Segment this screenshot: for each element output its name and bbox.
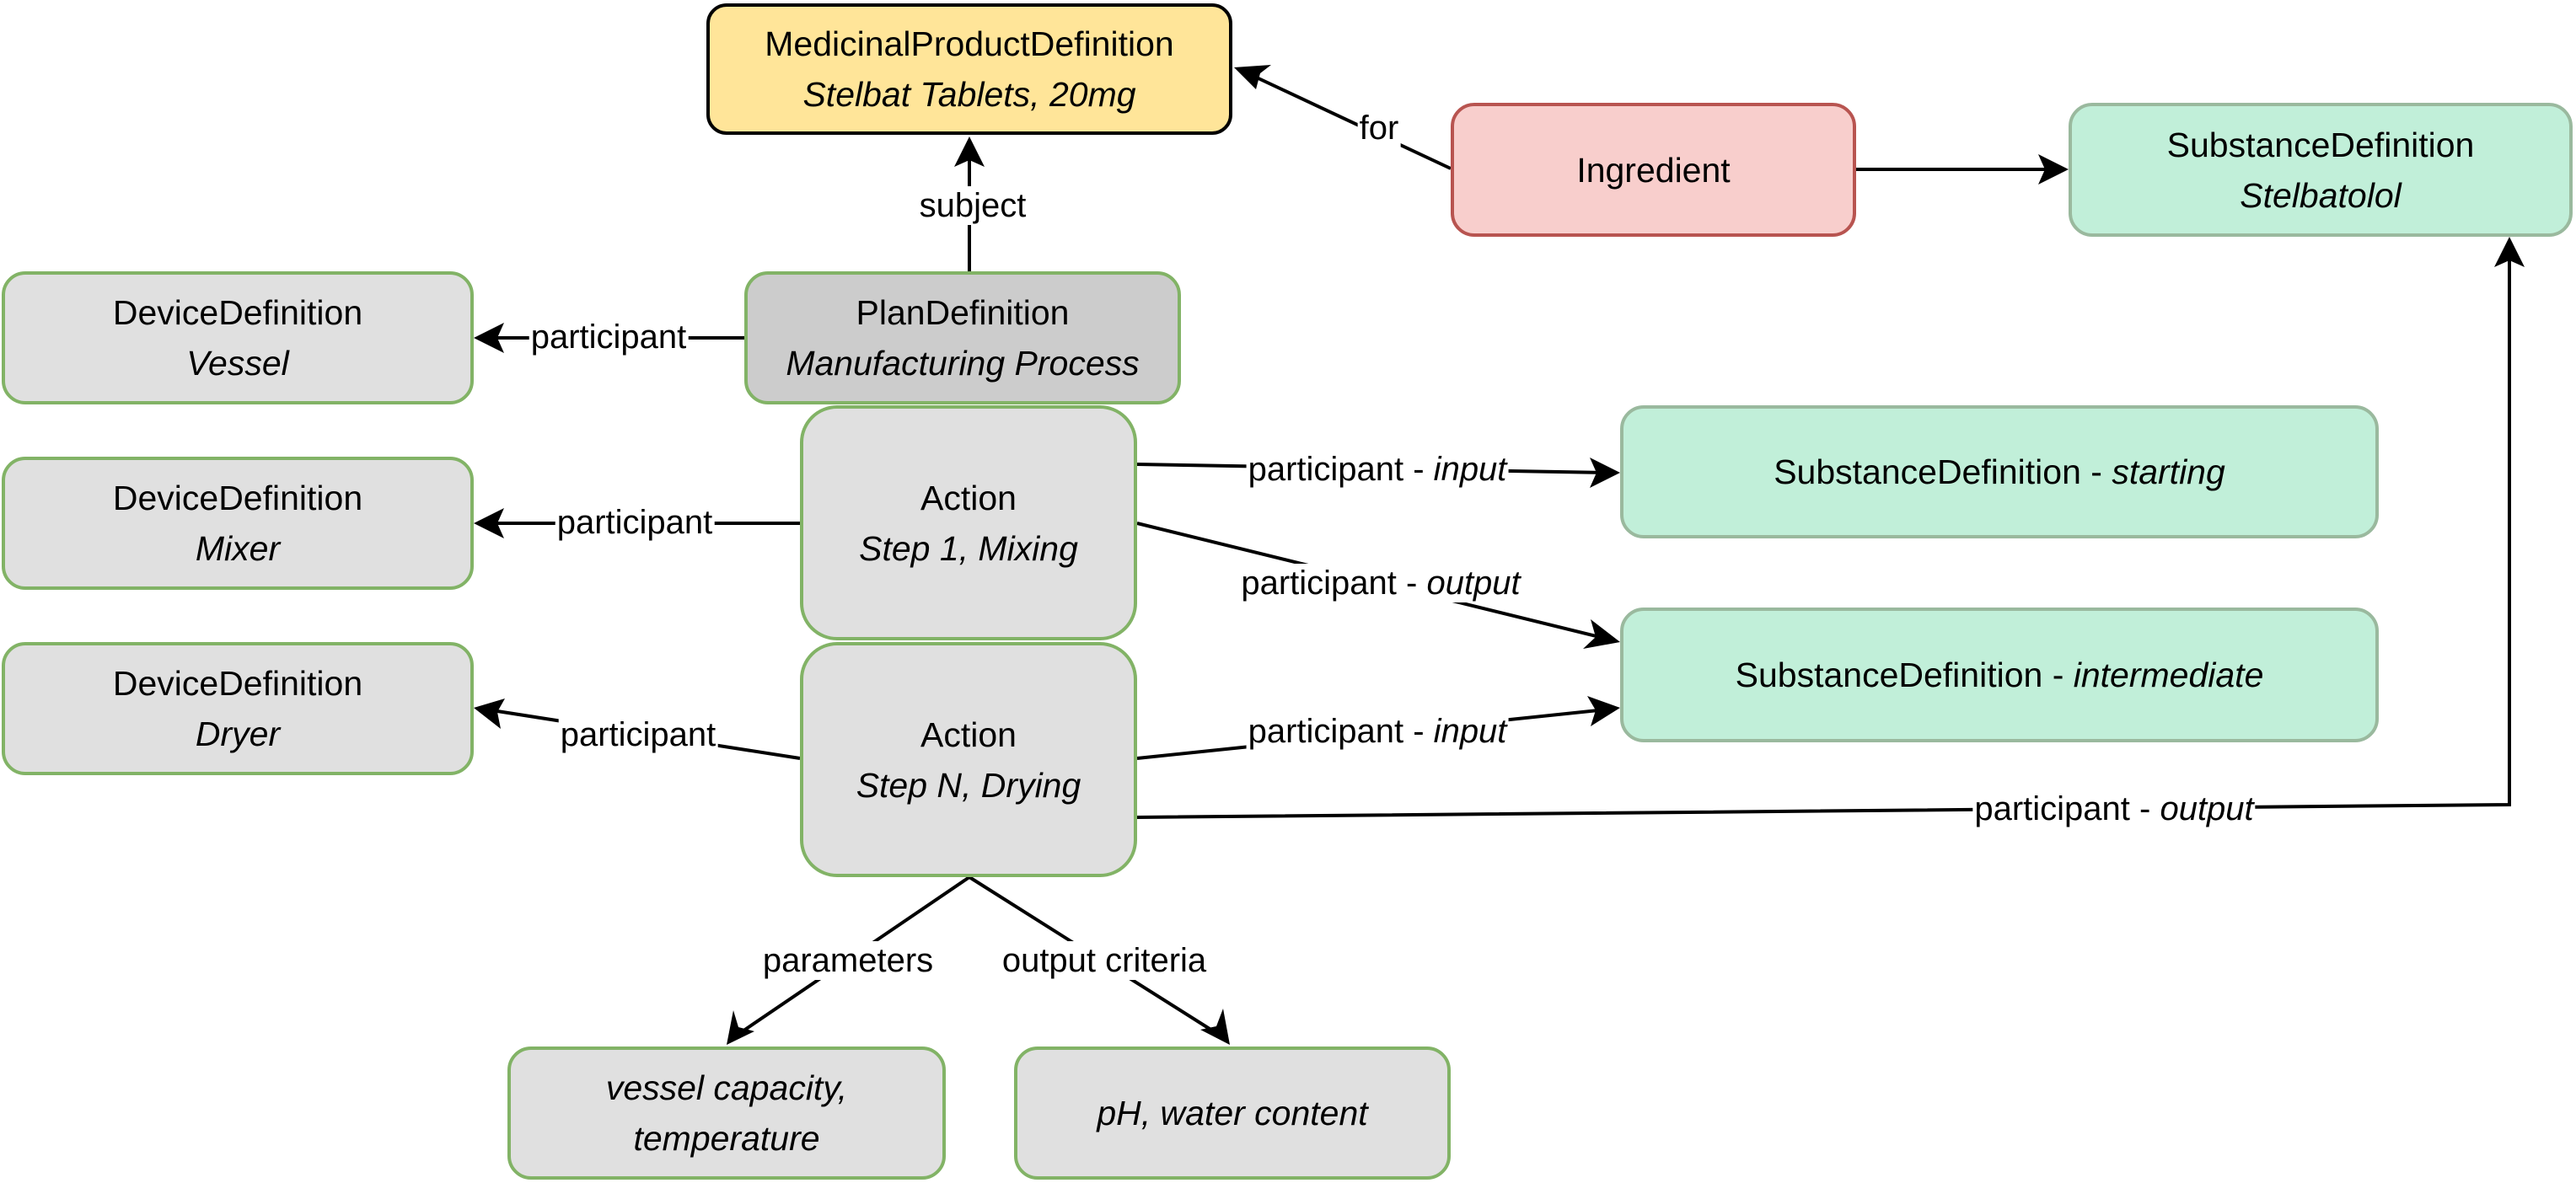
label-role: output [2160,790,2254,827]
node-substance-starting[interactable]: SubstanceDefinition - starting [1620,405,2379,538]
label-role: output [1426,565,1521,602]
node-subtitle: starting [2112,452,2225,491]
node-title: Action [920,715,1017,754]
node-title: PlanDefinition [856,293,1070,332]
arrowhead-for [1234,65,1271,89]
label-text: participant - [1248,713,1434,750]
label-text: participant [556,504,713,541]
node-subtitle: Step N, Drying [856,765,1081,805]
node-subtitle: Vessel [186,344,289,383]
edge-label-dryer-participant: participant [558,715,718,754]
edge-label-subject: subject [917,186,1028,225]
arrowheads [474,65,2525,1045]
node-subtitle: Dryer [195,715,281,753]
label-text: participant - [1974,790,2160,827]
edge-label-stepn-output: participant - output [1972,790,2256,828]
label-text: for [1359,110,1399,147]
edge-for [1245,71,1452,170]
label-text: subject [919,187,1027,224]
node-title: DeviceDefinition [112,293,363,332]
node-plan-definition[interactable]: PlanDefinition Manufacturing Process [744,271,1181,404]
node-subtitle: Manufacturing Process [786,344,1140,383]
node-subtitle: pH, water content [1097,1094,1368,1132]
arrowhead-stepn-input [1587,696,1620,726]
node-substance-stelbatolol[interactable]: SubstanceDefinition Stelbatolol [2069,103,2573,237]
node-subtitle: Stelbat Tablets, 20mg [802,75,1136,114]
node-title: MedicinalProductDefinition [765,24,1174,63]
edge-label-for: for [1357,109,1401,147]
arrowhead-ingredient-substance [2038,154,2069,185]
arrowhead-step1-input [1590,458,1620,488]
arrowhead-subject [954,136,985,167]
node-device-vessel[interactable]: DeviceDefinition Vessel [2,271,474,404]
label-text: parameters [762,942,934,979]
node-action-step1[interactable]: Action Step 1, Mixing [800,405,1137,640]
node-ingredient[interactable]: Ingredient [1451,103,1856,237]
edge-label-stepn-input: participant - input [1246,712,1509,751]
label-text: participant - [1241,565,1427,602]
node-device-mixer[interactable]: DeviceDefinition Mixer [2,457,474,590]
label-text: participant - [1248,451,1434,488]
label-text: participant [530,318,687,356]
edge-label-step1-input: participant - input [1246,450,1509,489]
node-title: DeviceDefinition [112,664,363,703]
label-role: input [1433,451,1507,488]
arrowhead-parameters [727,1010,754,1045]
node-medicinal-product-definition[interactable]: MedicinalProductDefinition Stelbat Table… [706,3,1232,135]
edge-label-mixer-participant: participant [555,503,715,542]
arrowhead-plan-participant [474,323,504,353]
node-title: SubstanceDefinition - [1735,656,2074,694]
label-text: participant [560,716,716,753]
edge-stepn-output [1136,250,2511,819]
node-line1: vessel capacity, [605,1068,848,1107]
node-subtitle: Mixer [195,529,281,568]
node-substance-intermediate[interactable]: SubstanceDefinition - intermediate [1620,608,2379,742]
arrowhead-stepn-output [2494,237,2525,267]
edge-label-output-criteria: output criteria [1000,941,1209,980]
node-output-criteria[interactable]: pH, water content [1014,1046,1451,1180]
arrowhead-output-criteria [1200,1009,1230,1045]
edge-label-parameters: parameters [760,941,936,980]
edge-label-step1-output: participant - output [1239,564,1522,602]
node-title: DeviceDefinition [112,479,363,517]
node-parameters[interactable]: vessel capacity, temperature [507,1046,946,1180]
node-action-stepn[interactable]: Action Step N, Drying [800,642,1137,877]
label-role: input [1433,713,1507,750]
arrowhead-dryer-participant [474,699,505,729]
arrowhead-mixer-participant [474,508,504,538]
node-line2: temperature [633,1119,820,1158]
arrowhead-step1-output [1583,619,1620,649]
label-text: output criteria [1001,942,1207,979]
node-title: Ingredient [1576,150,1731,190]
node-subtitle: Step 1, Mixing [859,528,1078,568]
node-subtitle: Stelbatolol [2240,175,2402,215]
node-subtitle: intermediate [2073,656,2264,694]
node-title: SubstanceDefinition - [1774,452,2112,491]
node-title: SubstanceDefinition [2166,125,2475,164]
node-device-dryer[interactable]: DeviceDefinition Dryer [2,642,474,775]
node-title: Action [920,478,1017,517]
edge-label-plan-participant: participant [529,318,689,356]
